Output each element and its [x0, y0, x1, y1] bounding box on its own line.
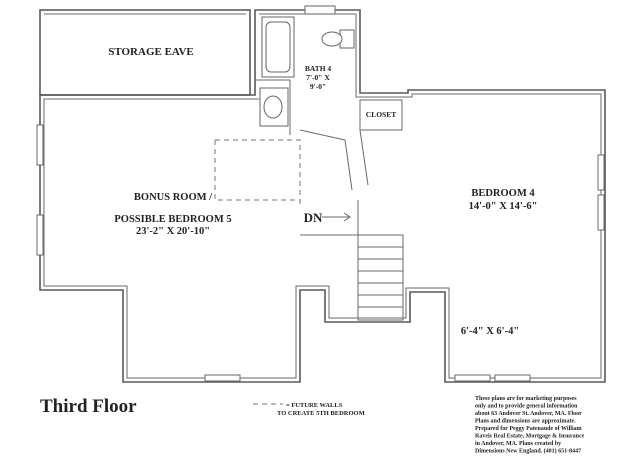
- dn-arrow-head: [343, 212, 351, 222]
- stairs-down-label: DN: [304, 210, 323, 225]
- floor-title: Third Floor: [40, 396, 137, 417]
- disclaimer-line-3: Plans and dimensions are approximate.: [475, 419, 576, 425]
- closet-walls: [359, 99, 403, 131]
- storage-eave-label: STORAGE EAVE: [108, 46, 194, 58]
- window-west-2: [36, 214, 44, 256]
- closet-door: [359, 129, 369, 186]
- bedroom-label: BEDROOM 4: [471, 188, 535, 199]
- disclaimer-line-6: in Andover, MA. Plans created by: [475, 441, 561, 447]
- stairs-outline: [357, 234, 404, 321]
- bath-dim-2: 9'-0": [310, 82, 326, 91]
- disclaimer-line-4: Prepared for Peggy Patenaude of William: [475, 426, 582, 432]
- window-east-2: [597, 194, 605, 231]
- disclaimer-block: These plans are for marketing purposes o…: [475, 396, 585, 455]
- window-south-2: [454, 374, 491, 382]
- nook-dims: 6'-4" X 6'-4": [461, 326, 519, 337]
- window-south-1: [204, 374, 241, 382]
- sink: [263, 95, 283, 119]
- stair-treads: [358, 246, 403, 308]
- future-wall-lower: [214, 140, 300, 201]
- disclaimer-line-5: Raveis Real Estate, Mortgage & Insurance: [475, 434, 585, 440]
- bathtub-basin: [265, 21, 291, 73]
- disclaimer-line-0: These plans are for marketing purposes: [475, 396, 577, 402]
- bath-dim-1: 7'-0" X: [306, 73, 330, 82]
- exterior-wall-inner: [43, 13, 602, 379]
- bath-window: [304, 5, 336, 15]
- disclaimer-line-1: only and to provide general information: [475, 404, 578, 410]
- window-west-1: [36, 124, 44, 166]
- disclaimer-line-7: Dimensions New England. (401) 651-8447: [475, 448, 581, 455]
- bath-door: [299, 129, 346, 141]
- window-east-1: [597, 154, 605, 191]
- future-wall-upper: [215, 139, 301, 205]
- legend-line-1: = FUTURE WALLS: [286, 402, 343, 409]
- toilet-bowl: [321, 31, 343, 47]
- closet-label: CLOSET: [366, 110, 396, 119]
- bedroom-dims: 14'-0" X 14'-6": [469, 201, 538, 212]
- hall-wall: [344, 139, 353, 191]
- bonus-room-label: BONUS ROOM /: [134, 192, 213, 203]
- window-south-3: [494, 374, 531, 382]
- bonus-room-dims: 23'-2" X 20'-10": [136, 226, 210, 237]
- legend-line-2: TO CREATE 5TH BEDROOM: [277, 410, 365, 417]
- disclaimer-line-2: about 63 Andover St. Andover, MA. Floor: [475, 411, 582, 417]
- bonus-room-label-2: POSSIBLE BEDROOM 5: [114, 214, 231, 225]
- exterior-wall: [39, 9, 606, 383]
- bath-label: BATH 4: [305, 64, 332, 73]
